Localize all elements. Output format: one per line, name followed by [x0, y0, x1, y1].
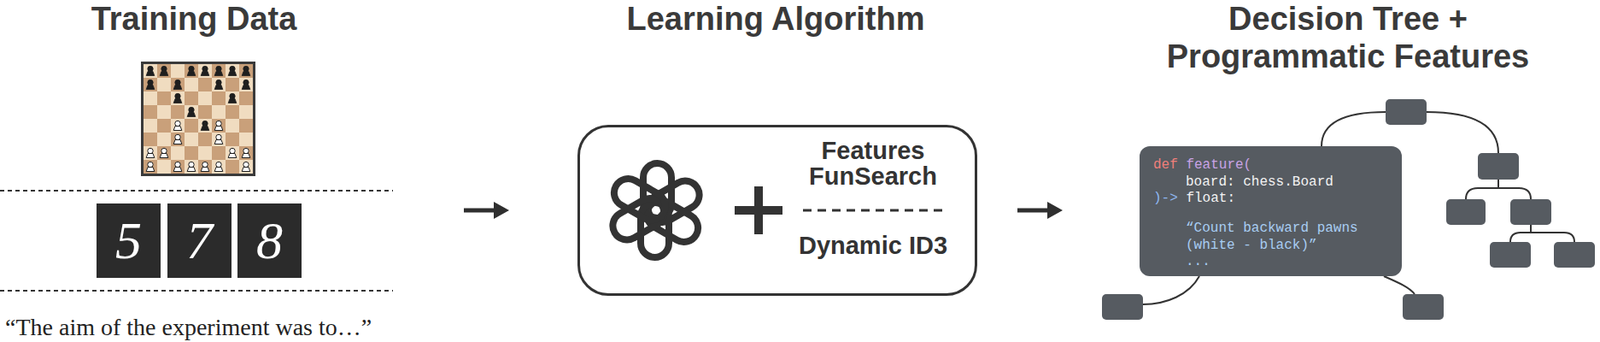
arrow-head: [493, 201, 510, 219]
tree-node: [1477, 152, 1519, 180]
tree-node: [1553, 241, 1595, 268]
chess-piece: [173, 93, 182, 103]
digit-image: [96, 203, 161, 278]
chess-piece: [228, 65, 237, 76]
white-pieces: [146, 120, 251, 171]
chess-piece: [200, 65, 210, 76]
section-heading: Training Data: [23, 0, 365, 38]
chess-piece: [241, 65, 251, 76]
code-function: feature(: [1185, 156, 1252, 174]
chess-piece: [159, 65, 169, 76]
chess-piece: [159, 147, 169, 158]
tree-link: [1497, 179, 1500, 188]
chess-piece: [187, 161, 196, 171]
code-parameter: board: chess.Board: [1185, 173, 1334, 191]
chess-piece: [214, 134, 223, 144]
chess-piece: [173, 79, 182, 89]
logo-loop: [609, 173, 671, 226]
chess-piece: [228, 147, 237, 158]
arrow-head: [1047, 201, 1063, 219]
tree-nodes: [1101, 99, 1595, 320]
tree-link: [1465, 187, 1531, 200]
chess-piece: [173, 120, 182, 130]
board-frame: [140, 61, 256, 176]
tree-link: [1426, 111, 1499, 153]
chess-piece: [214, 65, 223, 76]
chess-piece: [187, 106, 196, 117]
tree-link: [1321, 111, 1386, 147]
flow-arrow: [1017, 201, 1063, 219]
method-text: Features FunSearch: [796, 137, 950, 189]
chess-piece: [241, 79, 251, 89]
plus-bar: [754, 186, 763, 235]
chess-piece: [146, 161, 155, 171]
digit-label: 8: [237, 203, 302, 278]
chess-piece: [241, 161, 251, 171]
chess-piece: [187, 65, 196, 76]
digit-image: [237, 203, 302, 278]
black-pieces: [146, 65, 251, 130]
chess-piece: [146, 79, 155, 89]
tree-node: [1101, 293, 1143, 320]
chess-piece: [228, 93, 237, 103]
method-text: Dynamic ID3: [787, 232, 959, 258]
digit-label: 7: [167, 203, 232, 278]
code-arrow: )->: [1153, 189, 1179, 207]
tree-node: [1446, 199, 1486, 225]
tree-link: [1383, 275, 1415, 294]
arrow-shaft: [463, 208, 498, 213]
flow-arrow: [463, 201, 510, 219]
tree-node: [1385, 99, 1427, 125]
code-type: float:: [1185, 189, 1236, 207]
chess-board: [140, 61, 256, 176]
code-ellipsis: ...: [1185, 252, 1211, 270]
algorithm-box: Features FunSearchDynamic ID3: [577, 124, 978, 296]
chess-piece: [214, 161, 223, 171]
dashed-divider: [802, 209, 944, 212]
plus-symbol: [734, 186, 783, 235]
code-keyword: def: [1153, 156, 1179, 174]
digit-image: [167, 203, 232, 278]
chess-piece: [214, 120, 223, 130]
chess-piece: [173, 134, 182, 144]
digit-label: 5: [96, 203, 161, 278]
tree-node: [1489, 241, 1531, 268]
quote-text: “The aim of the experiment was to…”: [5, 314, 372, 340]
chess-piece: [173, 161, 182, 171]
code-box: def feature(board: chess.Board )-> float: “C…: [1139, 146, 1402, 276]
dashed-separator: [0, 289, 393, 292]
chess-piece: [146, 147, 155, 158]
board-squares: [143, 64, 253, 174]
chess-piece: [200, 120, 210, 130]
chess-piece: [214, 79, 223, 89]
dashed-separator: [0, 189, 393, 192]
section-heading: Learning Algorithm: [604, 0, 947, 38]
tree-link: [1529, 224, 1532, 233]
tree-link: [1142, 275, 1200, 305]
chess-piece: [200, 161, 210, 171]
chess-piece: [146, 65, 155, 76]
arrow-shaft: [1017, 208, 1051, 213]
code-docstring: “Count backward pawns (white - black)”: [1185, 219, 1370, 254]
tree-link: [1510, 232, 1575, 242]
section-heading: Decision Tree + Programmatic Features: [1134, 0, 1562, 76]
tree-node: [1510, 199, 1552, 225]
chess-piece: [241, 147, 251, 158]
model-logo: [607, 163, 704, 258]
tree-node: [1402, 293, 1444, 320]
